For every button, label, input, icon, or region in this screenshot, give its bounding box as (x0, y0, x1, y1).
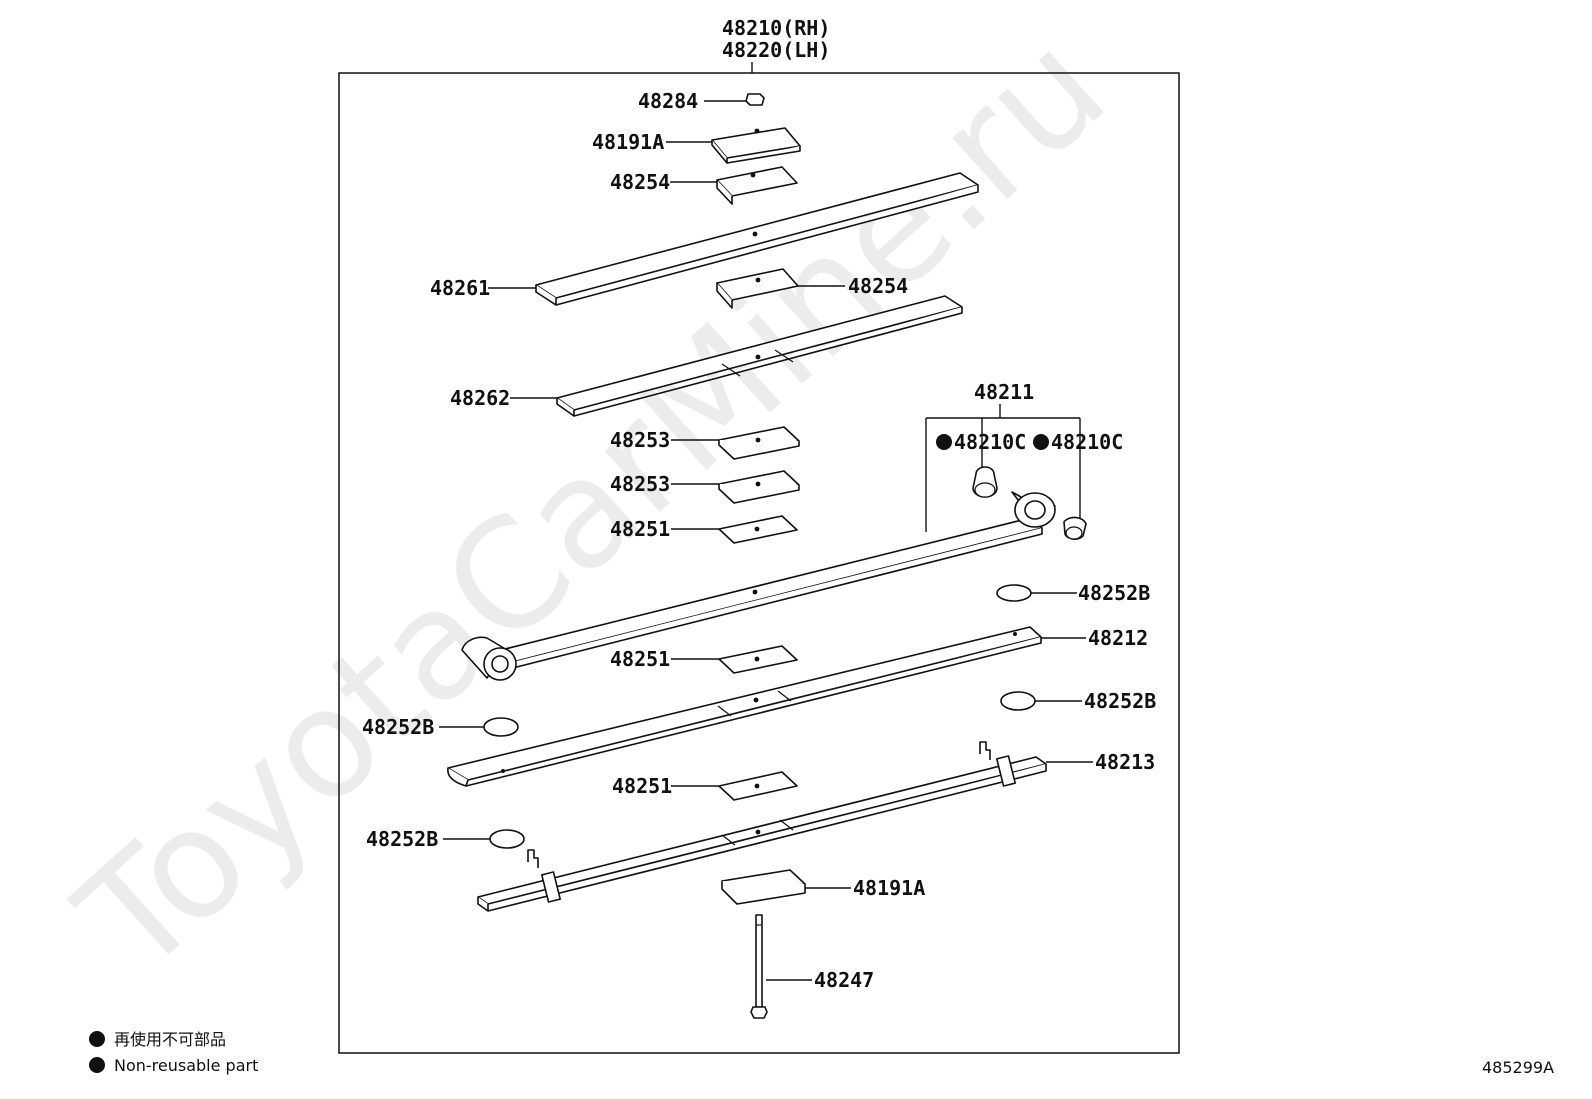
label-48213[interactable]: 48213 (1095, 750, 1155, 774)
non-reusable-marker-left (936, 434, 952, 450)
label-48253-a[interactable]: 48253 (610, 428, 670, 452)
label-48261[interactable]: 48261 (430, 276, 490, 300)
part-48210c-left-bushing[interactable]: 48210C (936, 430, 1026, 498)
label-48252b-b[interactable]: 48252B (1084, 689, 1156, 713)
part-48212-leaf[interactable]: 48212 (447, 626, 1148, 787)
label-48251-c[interactable]: 48251 (612, 774, 672, 798)
part-48251-pad-a[interactable]: 48251 (610, 515, 798, 544)
legend-text-en: Non-reusable part (114, 1056, 258, 1075)
part-48213-leaf[interactable]: 48213 (477, 741, 1155, 912)
assembly-number-rh[interactable]: 48210(RH) (722, 16, 830, 40)
label-48253-b[interactable]: 48253 (610, 472, 670, 496)
main-leaf-with-eyes[interactable] (461, 491, 1056, 681)
label-48284[interactable]: 48284 (638, 89, 698, 113)
label-48252b-a[interactable]: 48252B (1078, 581, 1150, 605)
part-48253-pad-a[interactable]: 48253 (610, 426, 800, 460)
part-48284-nut[interactable]: 48284 (638, 89, 765, 113)
part-48254-top-clip[interactable]: 48254 (610, 166, 798, 205)
legend-marker-jp (89, 1031, 105, 1047)
label-48212[interactable]: 48212 (1088, 626, 1148, 650)
part-48191a-bottom-block[interactable]: 48191A (721, 869, 925, 905)
part-48251-pad-b[interactable]: 48251 (610, 645, 798, 674)
part-48262-leaf[interactable]: 48262 (450, 295, 963, 417)
diagram-code: 485299A (1482, 1058, 1554, 1077)
label-48251-a[interactable]: 48251 (610, 517, 670, 541)
label-48262[interactable]: 48262 (450, 386, 510, 410)
label-48211[interactable]: 48211 (974, 380, 1034, 404)
label-48210c-right[interactable]: 48210C (1051, 430, 1123, 454)
label-48254-mid[interactable]: 48254 (848, 274, 908, 298)
label-48254-top[interactable]: 48254 (610, 170, 670, 194)
part-48210c-right-bushing[interactable]: 48210C (1033, 430, 1123, 540)
assembly-number-lh[interactable]: 48220(LH) (722, 38, 830, 62)
assembly-frame (338, 72, 1180, 1054)
part-48253-pad-b[interactable]: 48253 (610, 470, 800, 504)
part-48247-bolt[interactable]: 48247 (750, 914, 874, 1019)
non-reusable-marker-right (1033, 434, 1049, 450)
part-48252b-a[interactable]: 48252B (996, 581, 1150, 605)
label-48191a-top[interactable]: 48191A (592, 130, 664, 154)
part-48252b-d[interactable]: 48252B (366, 827, 525, 851)
label-48247[interactable]: 48247 (814, 968, 874, 992)
part-48261-leaf[interactable]: 48261 (430, 172, 979, 306)
legend-text-jp: 再使用不可部品 (114, 1030, 226, 1049)
label-48210c-left[interactable]: 48210C (954, 430, 1026, 454)
part-48254-mid-clip[interactable]: 48254 (716, 268, 908, 309)
part-48251-pad-c[interactable]: 48251 (612, 771, 798, 801)
legend: 再使用不可部品 Non-reusable part (89, 1030, 258, 1075)
part-48252b-b[interactable]: 48252B (1000, 689, 1156, 713)
label-48191a-bot[interactable]: 48191A (853, 876, 925, 900)
part-48252b-c[interactable]: 48252B (362, 715, 519, 739)
label-48251-b[interactable]: 48251 (610, 647, 670, 671)
label-48252b-d[interactable]: 48252B (366, 827, 438, 851)
part-48211-bracket[interactable]: 48211 (925, 380, 1081, 532)
label-48252b-c[interactable]: 48252B (362, 715, 434, 739)
part-48191a-top-plate[interactable]: 48191A (592, 127, 801, 164)
legend-marker-en (89, 1057, 105, 1073)
